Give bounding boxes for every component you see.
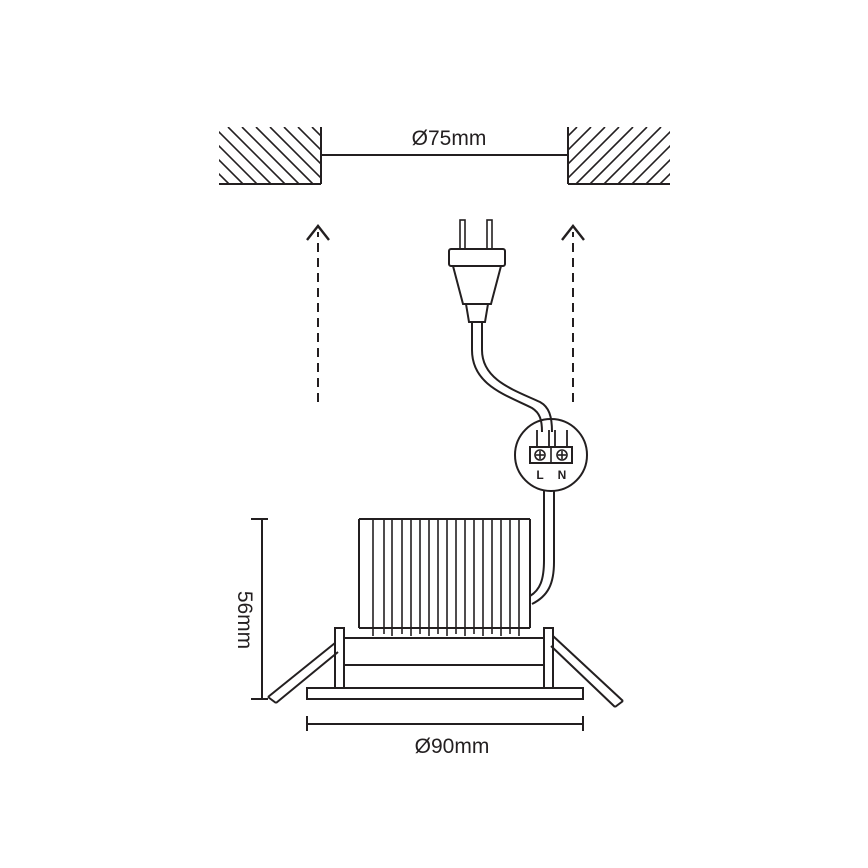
fixture-cable [529, 491, 555, 605]
outer-diameter-dimension: Ø90mm [306, 716, 584, 758]
housing [334, 627, 554, 689]
insertion-arrow-right [561, 224, 585, 402]
spring-clip-left [267, 642, 339, 704]
insertion-arrow-left [306, 224, 330, 402]
live-screw-icon [534, 449, 546, 461]
trim-ring [306, 687, 584, 700]
outer-diameter-label: Ø90mm [415, 735, 490, 758]
neutral-terminal-label: N [558, 468, 567, 482]
mains-plug [448, 219, 506, 323]
live-terminal-label: L [536, 468, 543, 482]
ceiling-section-left [219, 127, 322, 185]
terminal-block: L N [514, 418, 588, 492]
ceiling-section-right [567, 127, 670, 185]
neutral-screw-icon [556, 449, 568, 461]
cutout-dimension: Ø75mm [321, 127, 568, 156]
downlight-fixture [267, 518, 624, 708]
heatsink [358, 518, 531, 636]
spring-clip-right [550, 635, 624, 708]
power-cable [471, 322, 553, 433]
cutout-diameter-label: Ø75mm [412, 127, 487, 150]
height-dimension: 56mm [233, 518, 268, 700]
height-label: 56mm [233, 591, 256, 649]
